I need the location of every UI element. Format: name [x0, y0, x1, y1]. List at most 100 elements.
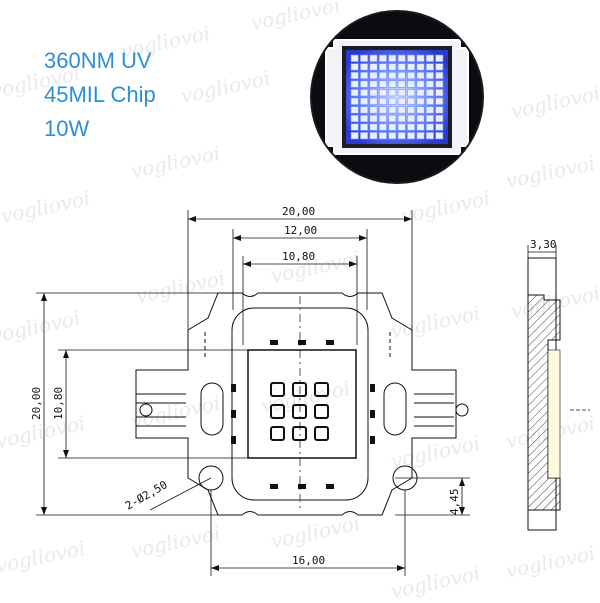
led-die: [360, 132, 369, 140]
led-die: [369, 114, 378, 123]
led-die: [416, 106, 425, 114]
led-die: [425, 106, 434, 114]
spec-chip-size: 45MIL Chip: [44, 82, 156, 107]
led-die: [350, 132, 359, 140]
led-die: [407, 80, 416, 88]
led-die: [425, 54, 434, 62]
spec-block: 360NM UV 45MIL Chip 10W: [44, 44, 156, 146]
led-die: [350, 106, 359, 114]
led-die: [416, 132, 425, 140]
die-area: [247, 349, 357, 459]
die-cell: [292, 426, 307, 441]
led-die: [350, 97, 359, 105]
led-die: [388, 132, 397, 140]
led-die: [360, 97, 369, 105]
led-die: [435, 114, 444, 123]
led-die: [407, 63, 416, 71]
dim-width-total: 20,00: [282, 205, 315, 218]
led-die: [369, 106, 378, 114]
spec-wavelength: 360NM UV: [44, 48, 152, 73]
right-hole: [455, 403, 469, 417]
led-die: [425, 89, 434, 97]
dim-hole: 2-Ø2,50: [123, 478, 170, 512]
contact-pad: [270, 484, 278, 489]
led-die: [425, 123, 434, 131]
led-die: [388, 54, 397, 62]
led-die: [407, 114, 416, 123]
led-die: [416, 114, 425, 123]
left-hole: [139, 403, 153, 417]
led-die: [388, 123, 397, 131]
led-die: [378, 89, 387, 97]
led-chip-photo-icon: [312, 12, 482, 182]
led-die: [388, 97, 397, 105]
led-die: [369, 80, 378, 88]
led-die: [416, 54, 425, 62]
dim-width-inner: 10,80: [282, 250, 315, 263]
die-grid: [270, 382, 329, 441]
led-die: [369, 71, 378, 80]
led-die: [416, 97, 425, 105]
led-die: [397, 80, 406, 88]
led-die: [407, 97, 416, 105]
led-die: [416, 123, 425, 131]
die-cell: [270, 404, 285, 419]
led-die: [350, 71, 359, 80]
dim-offset: 4,45: [448, 489, 461, 516]
led-die: [435, 71, 444, 80]
led-die: [407, 123, 416, 131]
die-cell: [292, 404, 307, 419]
led-die: [360, 71, 369, 80]
led-die: [378, 106, 387, 114]
led-die: [435, 54, 444, 62]
die-cell: [314, 404, 329, 419]
led-die: [407, 71, 416, 80]
led-die: [397, 63, 406, 71]
led-die: [416, 89, 425, 97]
led-die: [425, 97, 434, 105]
die-cell: [292, 382, 307, 397]
led-die: [397, 114, 406, 123]
contact-pad: [326, 484, 334, 489]
led-die: [388, 114, 397, 123]
led-die-grid: [350, 54, 444, 140]
led-die: [378, 54, 387, 62]
led-die: [360, 123, 369, 131]
contact-pad: [270, 340, 278, 345]
led-die: [397, 132, 406, 140]
led-die: [435, 97, 444, 105]
led-die: [350, 54, 359, 62]
led-die: [388, 63, 397, 71]
contact-pad: [370, 384, 375, 392]
led-die: [378, 63, 387, 71]
led-die: [388, 106, 397, 114]
led-die: [350, 114, 359, 123]
board-outline: [135, 292, 457, 516]
led-die: [378, 123, 387, 131]
led-die: [360, 80, 369, 88]
led-die: [388, 89, 397, 97]
led-die: [435, 132, 444, 140]
led-die: [350, 123, 359, 131]
dim-height-inner: 10,80: [52, 387, 65, 420]
led-die: [425, 114, 434, 123]
led-die: [425, 63, 434, 71]
dim-width-pad: 12,00: [284, 224, 317, 237]
led-die: [407, 132, 416, 140]
led-die: [369, 54, 378, 62]
led-die: [425, 80, 434, 88]
die-cell: [314, 382, 329, 397]
contact-pad: [298, 340, 306, 345]
led-die: [397, 89, 406, 97]
led-die: [369, 89, 378, 97]
left-slot: [200, 382, 224, 436]
led-die: [416, 63, 425, 71]
contact-pad: [231, 384, 236, 392]
led-die: [378, 114, 387, 123]
led-die: [378, 97, 387, 105]
led-die: [378, 71, 387, 80]
side-view: 3,30: [527, 238, 590, 531]
led-die: [435, 80, 444, 88]
led-die: [360, 114, 369, 123]
led-die: [350, 63, 359, 71]
